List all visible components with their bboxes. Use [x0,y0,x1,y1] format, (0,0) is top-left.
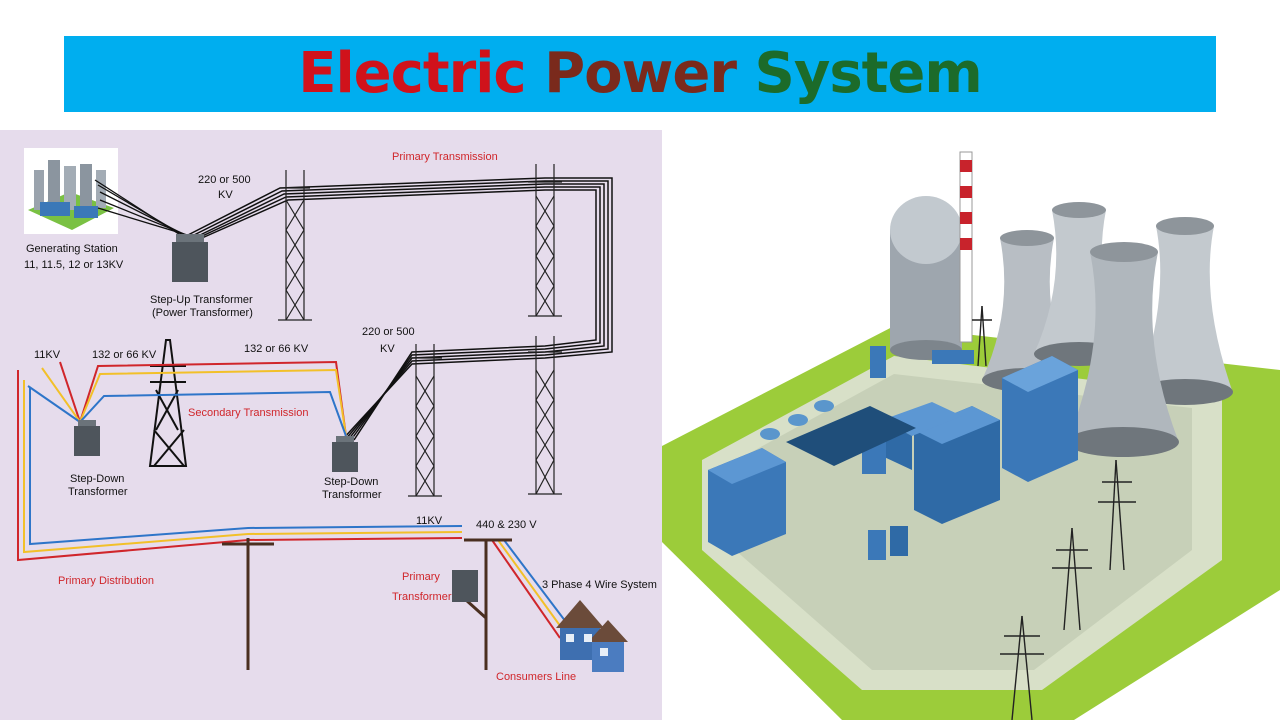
cooling-towers [982,202,1233,457]
label-voltage-mid-1: 220 or 500 [362,326,415,338]
label-consumers-line: Consumers Line [496,671,576,683]
plant-svg [662,151,1280,720]
label-primary-transformer-1: Primary [402,571,440,583]
plant-pylons [972,305,1136,720]
label-step-down-left-1: Step-Down [70,473,124,485]
step-up-transformer-icon [172,234,208,282]
page-title: Electric Power System [298,41,983,106]
label-132-right: 132 or 66 KV [244,343,309,355]
label-generating-station: Generating Station [26,243,118,255]
tower-top-right [528,164,562,317]
distribution-pole [222,538,274,670]
label-11kv-left: 11KV [34,349,61,361]
label-generating-voltage: 11, 11.5, 12 or 13KV [24,259,124,271]
primary-transformer-pole [452,538,512,670]
secondary-tower [148,339,188,467]
plant-buildings [708,346,1078,560]
transmission-towers [278,164,562,497]
label-primary-transmission: Primary Transmission [392,151,498,163]
tower-mid-right [528,336,562,495]
step-down-left-transformer-icon [74,420,100,456]
label-primary-transformer-2: Transformer [392,591,452,603]
title-word-system: System [754,41,982,106]
cooling-tower-4 [1067,242,1179,457]
label-440-230v: 440 & 230 V [476,519,537,531]
power-system-diagram: Primary Transmission 220 or 500 KV Gener… [0,130,662,720]
title-banner: Electric Power System [64,36,1216,112]
label-three-phase: 3 Phase 4 Wire System [542,579,657,591]
generating-station-icon [24,148,118,234]
label-step-down-right-2: Transformer [322,489,382,501]
label-step-down-right-1: Step-Down [324,476,378,488]
tower-top-left [278,170,312,321]
label-11kv-bottom: 11KV [416,515,443,527]
plant-tanks [760,400,834,440]
label-secondary-transmission: Secondary Transmission [188,407,308,419]
label-voltage-top-2: KV [218,189,233,201]
label-step-up-transformer: Step-Up Transformer [150,294,253,306]
plant-pool [786,406,916,466]
title-word-power: Power [544,41,737,106]
chimney [959,151,973,343]
colored-wires [17,360,573,639]
step-down-right-transformer-icon [332,436,358,472]
reactor-dome [890,196,962,360]
label-power-transformer: (Power Transformer) [152,307,253,319]
label-voltage-mid-2: KV [380,343,395,355]
label-voltage-top-1: 220 or 500 [198,174,251,186]
generator-feeders [94,179,198,239]
label-132-left: 132 or 66 KV [92,349,157,361]
label-primary-distribution: Primary Distribution [58,575,154,587]
tower-mid-left [408,344,442,497]
consumer-house-icon [556,600,628,672]
power-plant-illustration [662,130,1280,720]
label-step-down-left-2: Transformer [68,486,128,498]
title-word-electric: Electric [298,41,526,106]
diagram-svg: Primary Transmission 220 or 500 KV Gener… [17,148,657,683]
